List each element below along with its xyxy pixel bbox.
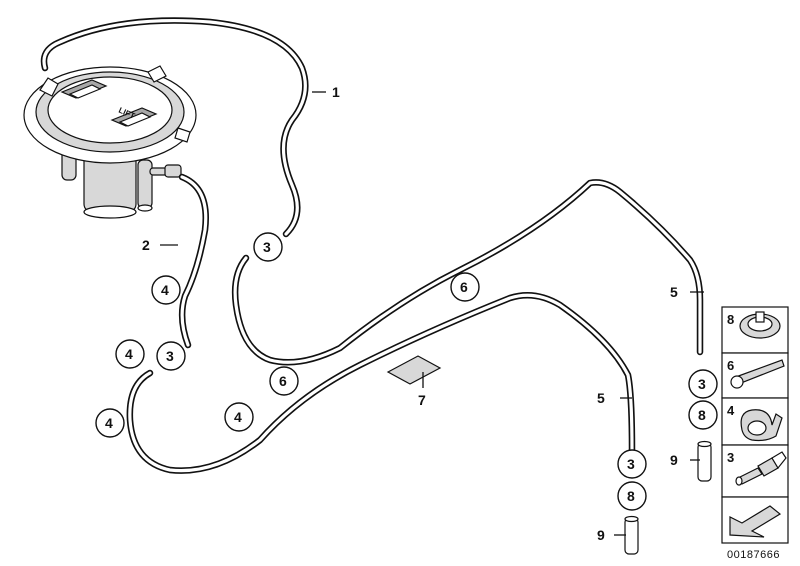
legend-item-arrow-icon	[729, 505, 782, 538]
part-label-7: 7	[418, 392, 426, 408]
svg-text:3: 3	[166, 348, 174, 364]
part-label-5-lower: 5	[597, 390, 605, 406]
part-label-2: 2	[142, 237, 150, 253]
callout-4-c: 4	[95, 408, 125, 438]
svg-text:4: 4	[105, 415, 113, 431]
hose-6-lower	[126, 291, 636, 474]
svg-text:4: 4	[727, 403, 735, 418]
svg-text:3: 3	[263, 239, 271, 255]
callout-3-d: 3	[617, 449, 647, 479]
svg-text:6: 6	[279, 373, 287, 389]
callout-4-a: 4	[151, 275, 181, 305]
callout-8-a: 8	[688, 400, 718, 430]
svg-text:4: 4	[161, 282, 169, 298]
leader-lines	[160, 91, 704, 536]
legend-panel: 8 6 4 3 00187666	[721, 306, 789, 561]
svg-text:8: 8	[727, 312, 734, 327]
svg-text:3: 3	[627, 456, 635, 472]
callout-3-c: 3	[688, 369, 718, 399]
svg-text:8: 8	[627, 488, 635, 504]
fuel-pump-unit: LIFT	[23, 65, 197, 219]
part-label-9-bottom: 9	[597, 527, 605, 543]
callout-3-a: 3	[253, 232, 283, 262]
legend-item-3: 3	[727, 450, 787, 486]
part-labels: 1 2 5 5 7 9 9	[142, 84, 678, 543]
hose-6-upper	[231, 179, 704, 366]
svg-text:8: 8	[698, 407, 706, 423]
svg-text:6: 6	[727, 358, 734, 373]
hose-1	[40, 17, 309, 238]
reference-number: 00187666	[727, 549, 780, 561]
callout-6-a: 6	[450, 272, 480, 302]
callout-8-b: 8	[617, 481, 647, 511]
part-label-5-right: 5	[670, 284, 678, 300]
callout-4-b: 4	[115, 339, 145, 369]
hose-end-9-right	[697, 440, 712, 482]
pad-7	[386, 355, 442, 385]
hose-end-9-bottom	[624, 515, 639, 555]
svg-text:3: 3	[727, 450, 734, 465]
callout-6-b: 6	[269, 366, 299, 396]
svg-text:3: 3	[698, 376, 706, 392]
svg-text:4: 4	[125, 346, 133, 362]
legend-item-8: 8	[727, 311, 781, 339]
part-label-1: 1	[332, 84, 340, 100]
callout-4-d: 4	[224, 402, 254, 432]
hose-2	[178, 173, 209, 349]
svg-text:4: 4	[234, 409, 242, 425]
part-label-9-right: 9	[670, 452, 678, 468]
legend-item-6: 6	[727, 358, 785, 389]
callout-3-b: 3	[156, 341, 186, 371]
callouts: 3 3 3 3 4 4 4 4 6 6 8 8	[95, 232, 718, 511]
svg-text:6: 6	[460, 279, 468, 295]
legend-item-4: 4	[727, 403, 783, 442]
